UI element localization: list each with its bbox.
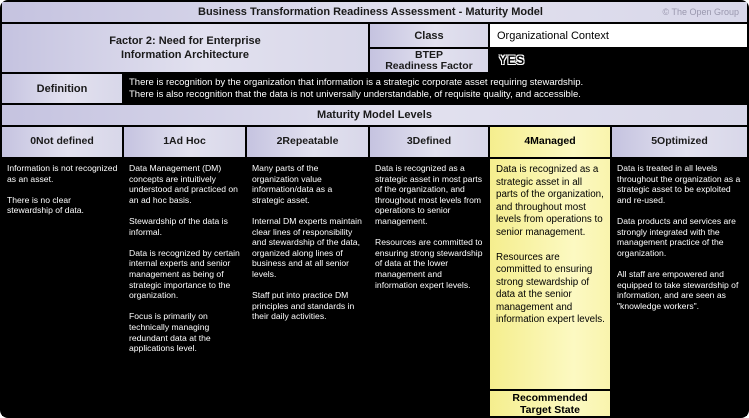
definition-text: There is recognition by the organization…: [124, 74, 747, 103]
level-description-0-not-defined: Information is not recognized as an asse…: [2, 159, 122, 389]
level-footer-5: [612, 391, 747, 416]
level-name: Repeatable: [282, 135, 339, 148]
level-number: 3: [406, 135, 413, 148]
level-name: Defined: [412, 135, 452, 148]
level-footer-1: [124, 391, 245, 416]
class-label: Class: [370, 24, 488, 47]
level-footer-2: [247, 391, 368, 416]
level-description-5-optimized: Data is treated in all levels throughout…: [612, 159, 747, 389]
btep-readiness-factor-value: YES: [490, 49, 747, 72]
class-value: Organizational Context: [490, 24, 747, 47]
level-name: Managed: [530, 135, 576, 148]
level-description-1-ad-hoc: Data Management (DM) concepts are intuit…: [124, 159, 245, 389]
btep-readiness-factor-label: BTEP Readiness Factor: [370, 49, 488, 72]
title-bar: Business Transformation Readiness Assess…: [2, 2, 747, 22]
level-name: Optimized: [657, 135, 708, 148]
level-name: Not defined: [36, 135, 94, 148]
level-footer-3: [370, 391, 488, 416]
level-number: 1: [163, 135, 170, 148]
level-number: 5: [651, 135, 658, 148]
definition-label: Definition: [2, 74, 122, 103]
maturity-levels-section-title: Maturity Model Levels: [2, 105, 747, 125]
level-footer-0: [2, 391, 122, 416]
page-title: Business Transformation Readiness Assess…: [198, 6, 543, 18]
level-description-3-defined: Data is recognized as a strategic asset …: [370, 159, 488, 389]
level-number: 2: [276, 135, 283, 148]
level-description-2-repeatable: Many parts of the organization value inf…: [247, 159, 368, 389]
factor-name: Factor 2: Need for Enterprise Informatio…: [2, 24, 368, 72]
level-number: 0: [30, 135, 37, 148]
level-description-4-managed: Data is recognized as a strategic asset …: [490, 159, 610, 389]
level-name: Ad Hoc: [169, 135, 206, 148]
recommended-target-state-badge: Recommended Target State: [490, 391, 610, 416]
level-number: 4: [524, 135, 531, 148]
copyright-notice: © The Open Group: [662, 7, 739, 17]
